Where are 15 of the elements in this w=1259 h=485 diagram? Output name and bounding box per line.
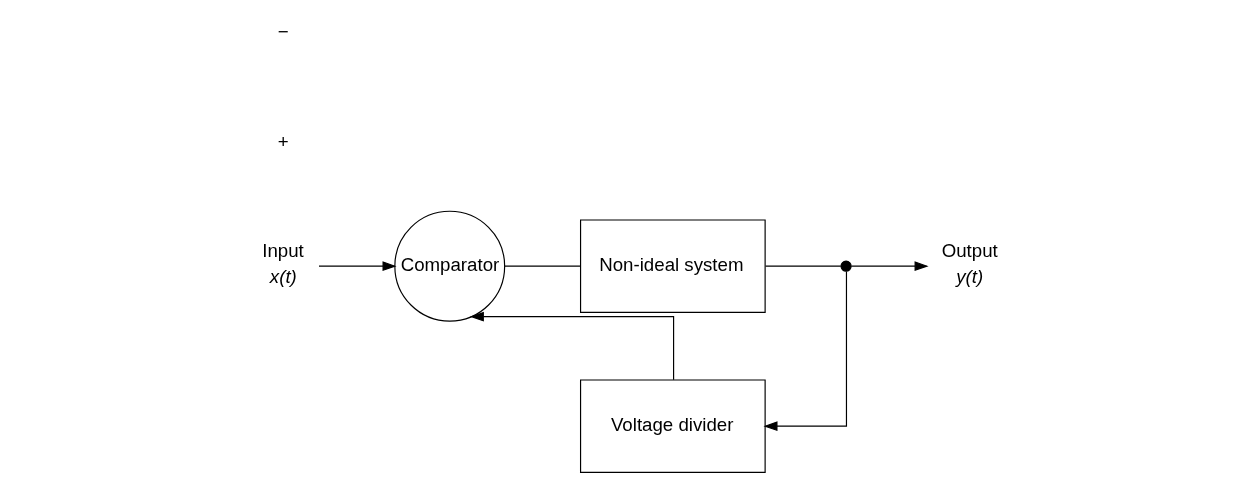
node-label: x(t) [269, 266, 297, 288]
node-circle [839, 260, 852, 272]
node-text: Input [261, 239, 304, 261]
node-box: Voltage divider [579, 379, 766, 473]
connector [503, 265, 581, 267]
arrow [469, 311, 674, 381]
label: − [277, 21, 289, 43]
arrow [317, 261, 397, 272]
node-text: Output [941, 239, 998, 261]
connector [764, 265, 841, 267]
node-label: y(t) [955, 266, 983, 288]
arrow [762, 270, 847, 432]
node-box: Non-ideal system [579, 219, 766, 313]
arrow [850, 261, 929, 272]
label: + [277, 130, 289, 152]
